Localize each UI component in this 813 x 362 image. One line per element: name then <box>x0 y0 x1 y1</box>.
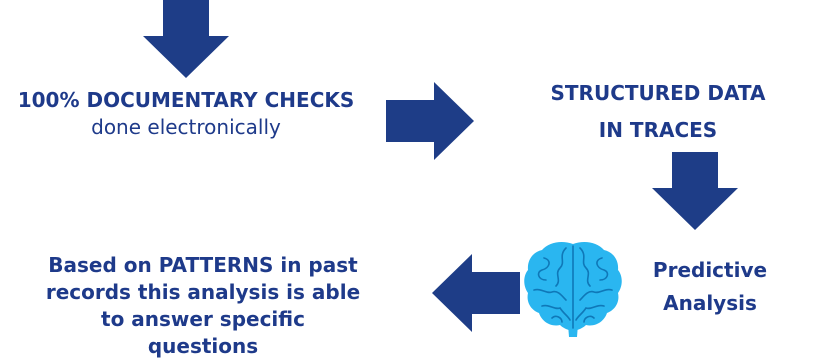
node-patterns: Based on PATTERNS in past records this a… <box>0 252 406 360</box>
predictive-analysis-line1: Predictive <box>652 258 768 282</box>
patterns-line1: Based on PATTERNS in past <box>48 253 358 277</box>
patterns-line2: records this analysis is able <box>45 280 361 304</box>
brain-icon <box>522 238 624 342</box>
patterns-line3: to answer specific <box>101 307 305 331</box>
arrow-right <box>386 82 474 160</box>
node-predictive-analysis: Predictive Analysis <box>630 257 790 317</box>
node-documentary-checks: 100% DOCUMENTARY CHECKS done electronica… <box>0 87 372 141</box>
documentary-checks-subtitle: done electronically <box>91 115 281 139</box>
arrow-down-right <box>652 152 738 230</box>
arrow-left <box>432 254 520 332</box>
node-structured-data: STRUCTURED DATA IN TRACES <box>508 80 808 144</box>
documentary-checks-title: 100% DOCUMENTARY CHECKS <box>17 88 355 112</box>
patterns-line4: questions <box>147 334 259 358</box>
predictive-analysis-line2: Analysis <box>663 291 757 315</box>
structured-data-line2: IN TRACES <box>598 118 718 142</box>
structured-data-line1: STRUCTURED DATA <box>550 81 766 105</box>
arrow-down-top <box>143 0 229 78</box>
